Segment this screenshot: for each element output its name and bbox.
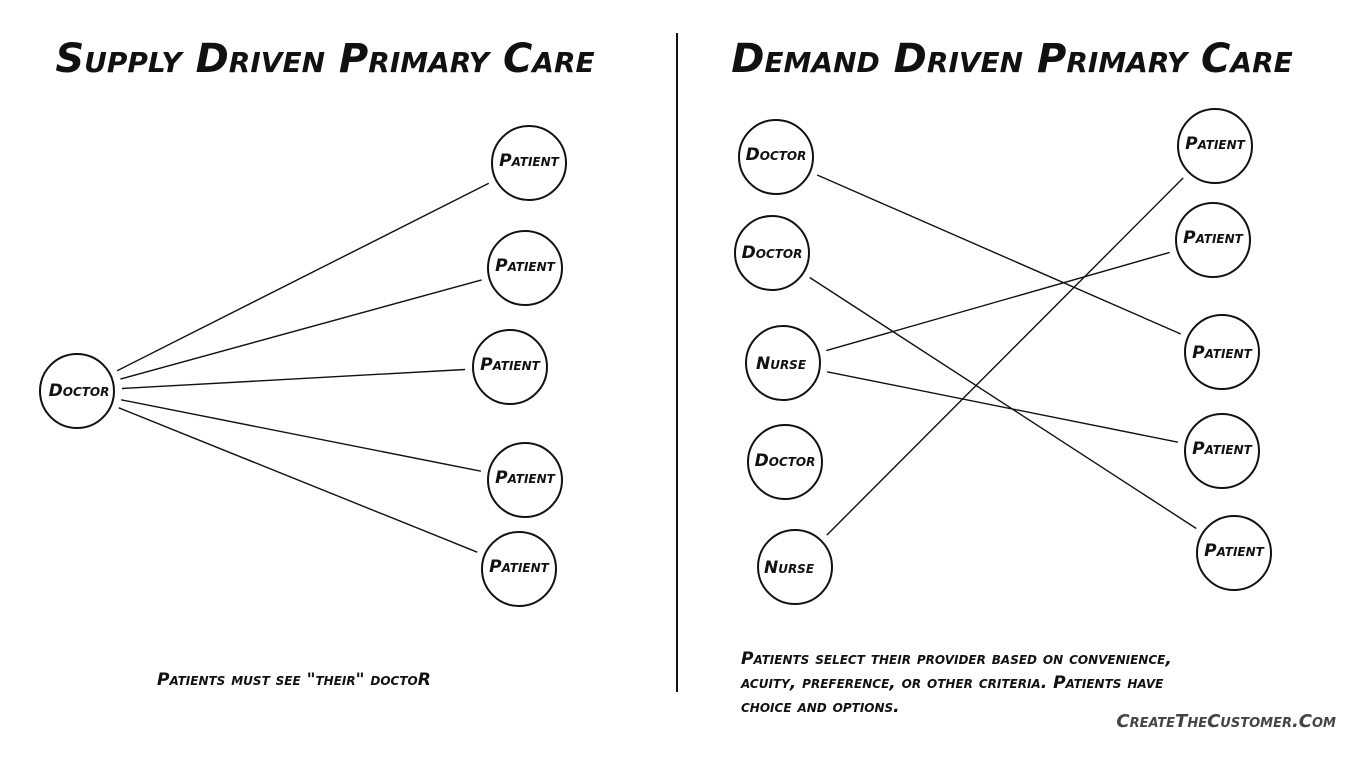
- right-panel-caption-line-2: acuity, preference, or other criteria. P…: [740, 673, 1164, 693]
- node-label: Nurse: [764, 558, 815, 578]
- connection-lines: [116, 174, 1197, 553]
- watermark: CreateTheCustomer.Com: [1116, 711, 1336, 732]
- node-label: Patient: [495, 468, 555, 488]
- right-link-n1-p2: [826, 251, 1170, 352]
- right-node-doctor-1: Doctor: [738, 119, 814, 195]
- left-node-patient-3: Patient: [472, 329, 548, 405]
- right-node-patient-1: Patient: [1177, 108, 1253, 184]
- left-node-patient-5: Patient: [481, 531, 557, 607]
- right-node-nurse-2: Nurse: [757, 529, 833, 605]
- left-link-d1-p5: [118, 407, 478, 553]
- node-label: Doctor: [755, 451, 816, 471]
- node-label: Patient: [1192, 343, 1252, 363]
- left-link-d1-p4: [120, 399, 482, 472]
- node-label: Patient: [480, 355, 540, 375]
- right-panel-caption-line-1: Patients select their provider based on …: [741, 649, 1172, 669]
- node-label: Patient: [495, 256, 555, 276]
- left-node-patient-1: Patient: [491, 125, 567, 201]
- right-link-n2-p1: [826, 177, 1184, 536]
- right-node-patient-5: Patient: [1196, 515, 1272, 591]
- right-node-patient-4: Patient: [1184, 413, 1260, 489]
- right-node-doctor-3: Doctor: [747, 424, 823, 500]
- node-label: Doctor: [742, 243, 803, 263]
- node-label: Nurse: [756, 354, 807, 374]
- node-label: Patient: [1192, 439, 1252, 459]
- right-link-n1-p4: [826, 371, 1179, 443]
- left-link-d1-p1: [116, 182, 490, 372]
- node-label: Doctor: [746, 145, 807, 165]
- node-label: Patient: [499, 151, 559, 171]
- right-link-d1-p3: [816, 174, 1182, 335]
- node-label: Patient: [1183, 228, 1243, 248]
- right-node-patient-2: Patient: [1175, 202, 1251, 278]
- left-panel-caption: Patients must see "their" doctoR: [157, 670, 431, 690]
- left-node-patient-4: Patient: [487, 442, 563, 518]
- left-node-patient-2: Patient: [487, 230, 563, 306]
- node-label: Patient: [1185, 134, 1245, 154]
- right-node-patient-3: Patient: [1184, 314, 1260, 390]
- left-link-d1-p2: [120, 279, 482, 380]
- left-link-d1-p3: [121, 368, 466, 390]
- right-node-doctor-2: Doctor: [734, 215, 810, 291]
- right-panel-caption-line-3: choice and options.: [741, 697, 900, 717]
- node-label: Patient: [1204, 541, 1264, 561]
- left-panel-title: Supply Driven Primary Care: [55, 36, 594, 82]
- right-node-nurse-1: Nurse: [745, 325, 821, 401]
- node-label: Patient: [489, 557, 549, 577]
- node-label: Doctor: [49, 381, 110, 401]
- left-node-doctor: Doctor: [39, 353, 115, 429]
- right-panel-title: Demand Driven Primary Care: [731, 36, 1293, 82]
- right-link-d2-p5: [809, 276, 1197, 530]
